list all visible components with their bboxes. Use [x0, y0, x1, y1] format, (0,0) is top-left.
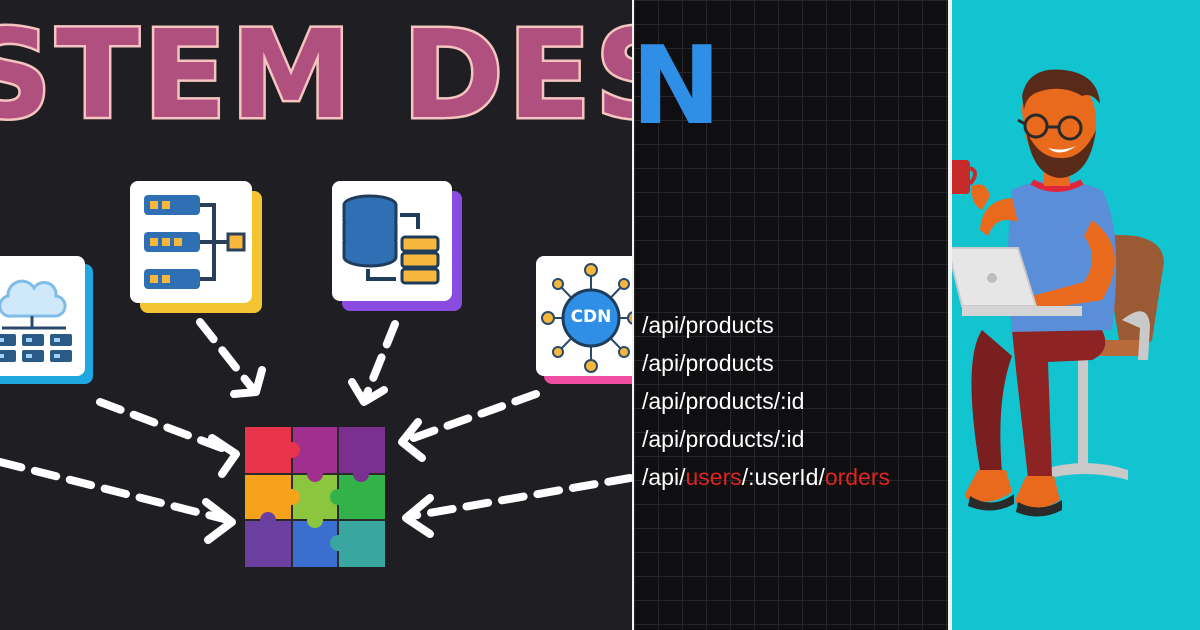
- arrow-database-to-puzzle: [362, 320, 399, 400]
- database-card: [332, 181, 462, 311]
- arrow-cdn-to-puzzle: [404, 390, 540, 444]
- system-design-panel: STEM DESIG: [0, 7, 632, 567]
- cdn-network-icon: [541, 263, 632, 373]
- route-4: /api/products/:id: [642, 426, 805, 452]
- route-2: /api/products: [642, 350, 774, 376]
- queue-flow-icon: [144, 195, 246, 289]
- puzzle-icon: [245, 427, 385, 567]
- title-banner: STEM DESIG: [0, 8, 632, 143]
- arrow-right-to-puzzle: [408, 474, 632, 520]
- arrow-left-to-puzzle: [0, 458, 232, 524]
- route-1: /api/products: [642, 312, 774, 338]
- title-accent-letter: N: [631, 24, 722, 149]
- cdn-label: CDN: [570, 307, 612, 327]
- route-5-orders: orders: [824, 464, 891, 490]
- route-5-prefix: /api/: [642, 464, 686, 490]
- flow-arrows: [0, 318, 632, 544]
- arrowhead-left: [202, 498, 236, 544]
- arrow-cloud-to-puzzle: [96, 398, 236, 456]
- developer-panel: [952, 0, 1200, 630]
- arrowhead-queue: [230, 366, 266, 398]
- route-5-param: /:userId/: [741, 464, 825, 490]
- title-text: STEM DESIG: [0, 4, 632, 146]
- route-5: /api/users/:userId/orders: [642, 458, 890, 496]
- cloud-cluster-card: [0, 256, 93, 384]
- arrow-queue-to-puzzle: [196, 318, 256, 392]
- panel-divider-left: [632, 0, 634, 630]
- database-icon: [342, 194, 440, 285]
- arrowhead-cloud: [208, 434, 240, 478]
- cloud-server-icon: [0, 279, 72, 362]
- route-list: /api/products /api/products /api/product…: [642, 306, 890, 496]
- panel-divider-right: [948, 0, 952, 630]
- route-5-users: users: [685, 464, 742, 490]
- arrowhead-database: [348, 378, 388, 406]
- developer-with-laptop-illustration: [952, 69, 1164, 517]
- arrowhead-right: [402, 494, 434, 538]
- api-routes-panel: /api/products /api/products /api/product…: [634, 0, 948, 630]
- cdn-card: CDN: [536, 256, 632, 384]
- arrowhead-cdn: [398, 418, 426, 462]
- queue-card: [130, 181, 262, 313]
- route-3: /api/products/:id: [642, 388, 805, 414]
